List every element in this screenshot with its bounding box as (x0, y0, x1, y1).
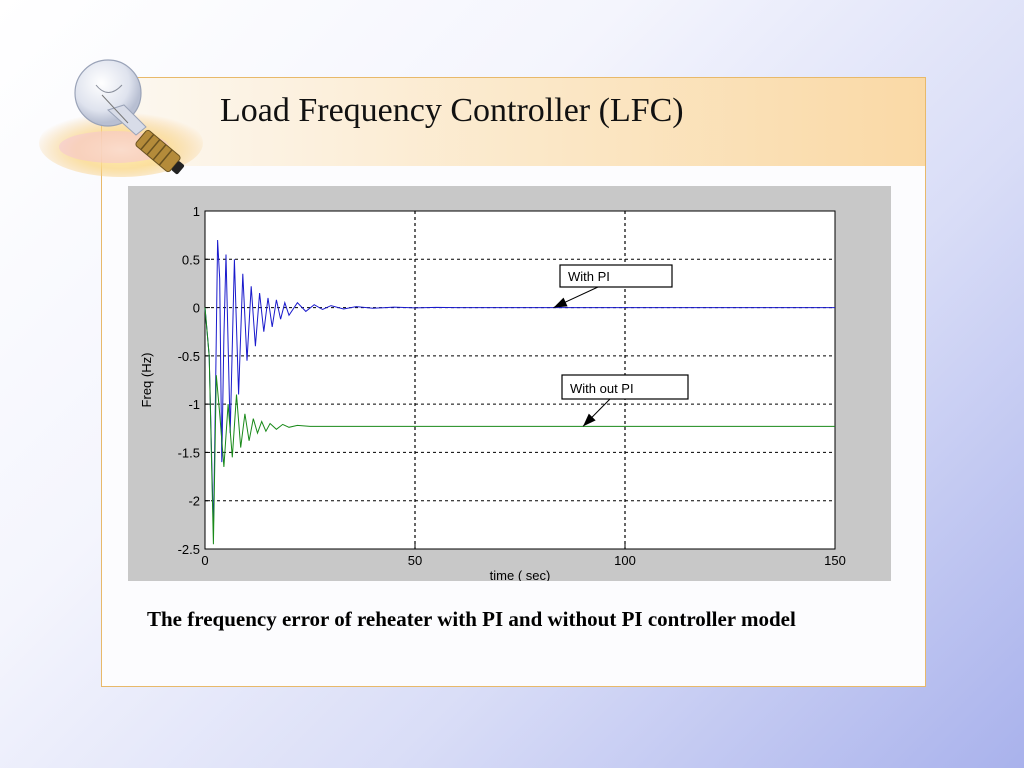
annotation-label: With out PI (570, 381, 634, 396)
annotation-arrowhead (553, 297, 568, 308)
frequency-chart: 0 50 100 150 1 0.5 0 -0.5 -1 -1.5 -2 -2.5 With PI Wi… (139, 204, 846, 581)
x-tick-label: 150 (824, 553, 846, 568)
annotation-box (561, 374, 689, 400)
y-tick-label: -0.5 (178, 349, 200, 364)
plot-panel: 0 50 100 150 1 0.5 0 -0.5 -1 -1.5 -2 -2.5 With PI Wi… (128, 186, 891, 581)
series-line-1 (204, 307, 835, 545)
y-tick-label: 0 (193, 301, 200, 316)
x-tick-label: 100 (614, 553, 636, 568)
annotation-box (559, 264, 673, 288)
annotation-label: With PI (568, 269, 610, 284)
y-tick-label: -1 (188, 397, 200, 412)
series-line-0 (204, 239, 835, 530)
lightbulb-icon (39, 59, 203, 177)
slide-title: Load Frequency Controller (LFC) (220, 92, 684, 129)
x-tick-label: 50 (408, 553, 422, 568)
y-tick-label: 0.5 (182, 252, 200, 267)
title-band (102, 78, 925, 166)
plot-area (204, 210, 836, 550)
y-tick-label: -1.5 (178, 445, 200, 460)
y-tick-label: -2 (188, 494, 200, 509)
y-tick-label: 1 (193, 204, 200, 219)
y-tick-label: -2.5 (178, 542, 200, 557)
y-axis-label: Freq (Hz) (139, 353, 154, 408)
annotation-arrowhead (583, 413, 596, 427)
figure-caption: The frequency error of reheater with PI … (147, 607, 796, 631)
x-tick-label: 0 (201, 553, 208, 568)
x-axis-label: time ( sec) (490, 568, 551, 581)
